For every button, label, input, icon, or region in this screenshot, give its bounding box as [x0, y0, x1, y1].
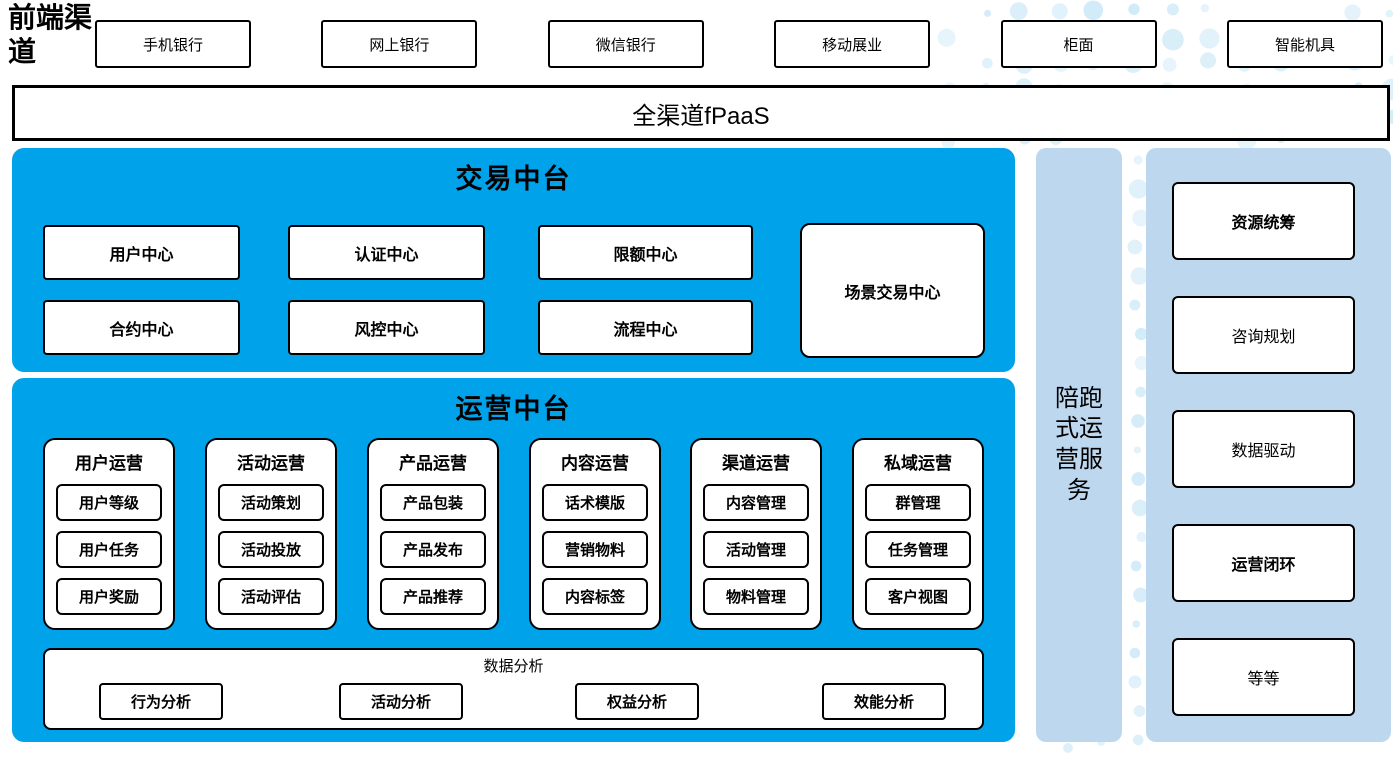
op-column-activity: 活动运营 活动策划 活动投放 活动评估: [205, 438, 337, 630]
box-process-center: 流程中心: [538, 300, 753, 355]
channel-box-counter: 柜面: [1000, 20, 1157, 68]
op-column-channel: 渠道运营 内容管理 活动管理 物料管理: [690, 438, 822, 630]
operation-platform-panel: 运营中台 用户运营 用户等级 用户任务 用户奖励 活动运营 活动策划 活动投放 …: [12, 378, 1015, 742]
operation-platform-title: 运营中台: [455, 394, 572, 424]
analysis-item-behavior: 行为分析: [99, 683, 223, 720]
op-item: 内容标签: [542, 578, 648, 615]
channel-box-mobile-banking: 手机银行: [95, 20, 251, 68]
analysis-item-activity: 活动分析: [339, 683, 463, 720]
op-item: 营销物料: [542, 531, 648, 568]
box-auth-center: 认证中心: [288, 225, 485, 280]
op-item: 用户任务: [56, 531, 162, 568]
channel-box-wechat-banking: 微信银行: [547, 20, 704, 68]
op-item: 群管理: [865, 484, 971, 521]
op-item: 活动投放: [218, 531, 324, 568]
rp-box-data-driven: 数据驱动: [1172, 410, 1355, 488]
op-item: 产品发布: [380, 531, 486, 568]
op-item: 话术模版: [542, 484, 648, 521]
op-item: 活动策划: [218, 484, 324, 521]
op-column-title: 产品运营: [399, 454, 467, 473]
rp-box-etc: 等等: [1172, 638, 1355, 716]
box-scene-transaction-center: 场景交易中心: [800, 223, 985, 358]
transaction-platform-panel: 交易中台 用户中心 认证中心 限额中心 合约中心 风控中心 流程中心 场景交易中…: [12, 148, 1015, 372]
op-item: 任务管理: [865, 531, 971, 568]
op-column-title: 活动运营: [237, 454, 305, 473]
op-column-private-domain: 私域运营 群管理 任务管理 客户视图: [852, 438, 984, 630]
front-channels-label: 前端渠道: [8, 3, 93, 69]
op-column-title: 用户运营: [75, 454, 143, 473]
op-column-product: 产品运营 产品包装 产品发布 产品推荐: [367, 438, 499, 630]
op-item: 产品推荐: [380, 578, 486, 615]
op-column-title: 渠道运营: [722, 454, 790, 473]
rp-box-resource-planning: 资源统筹: [1172, 182, 1355, 260]
op-item: 用户等级: [56, 484, 162, 521]
analysis-item-efficiency: 效能分析: [822, 683, 946, 720]
analysis-item-rights: 权益分析: [575, 683, 699, 720]
box-risk-center: 风控中心: [288, 300, 485, 355]
op-item: 活动评估: [218, 578, 324, 615]
companion-service-label: 陪跑式运营服务: [1055, 384, 1103, 504]
channel-box-mobile-marketing: 移动展业: [774, 20, 931, 68]
box-limit-center: 限额中心: [538, 225, 753, 280]
op-item: 物料管理: [703, 578, 809, 615]
op-item: 活动管理: [703, 531, 809, 568]
op-column-title: 内容运营: [561, 454, 629, 473]
rp-box-operation-loop: 运营闭环: [1172, 524, 1355, 602]
data-analysis-container: 数据分析 行为分析 活动分析 权益分析 效能分析: [43, 648, 984, 730]
rp-box-consulting-planning: 咨询规划: [1172, 296, 1355, 374]
op-item: 内容管理: [703, 484, 809, 521]
op-item: 用户奖励: [56, 578, 162, 615]
box-user-center: 用户中心: [43, 225, 240, 280]
op-column-title: 私域运营: [884, 454, 952, 473]
op-column-content: 内容运营 话术模版 营销物料 内容标签: [529, 438, 661, 630]
data-analysis-title: 数据分析: [483, 658, 544, 675]
op-column-user: 用户运营 用户等级 用户任务 用户奖励: [43, 438, 175, 630]
op-item: 客户视图: [865, 578, 971, 615]
right-service-panel: 资源统筹 咨询规划 数据驱动 运营闭环 等等: [1146, 148, 1391, 742]
channel-row: 手机银行 网上银行 微信银行 移动展业 柜面 智能机具: [95, 20, 1383, 68]
companion-service-bar: 陪跑式运营服务: [1036, 148, 1122, 742]
box-contract-center: 合约中心: [43, 300, 240, 355]
transaction-platform-title: 交易中台: [455, 164, 572, 194]
channel-box-online-banking: 网上银行: [321, 20, 478, 68]
fpaas-bar: 全渠道fPaaS: [12, 85, 1390, 141]
op-item: 产品包装: [380, 484, 486, 521]
channel-box-smart-devices: 智能机具: [1226, 20, 1383, 68]
